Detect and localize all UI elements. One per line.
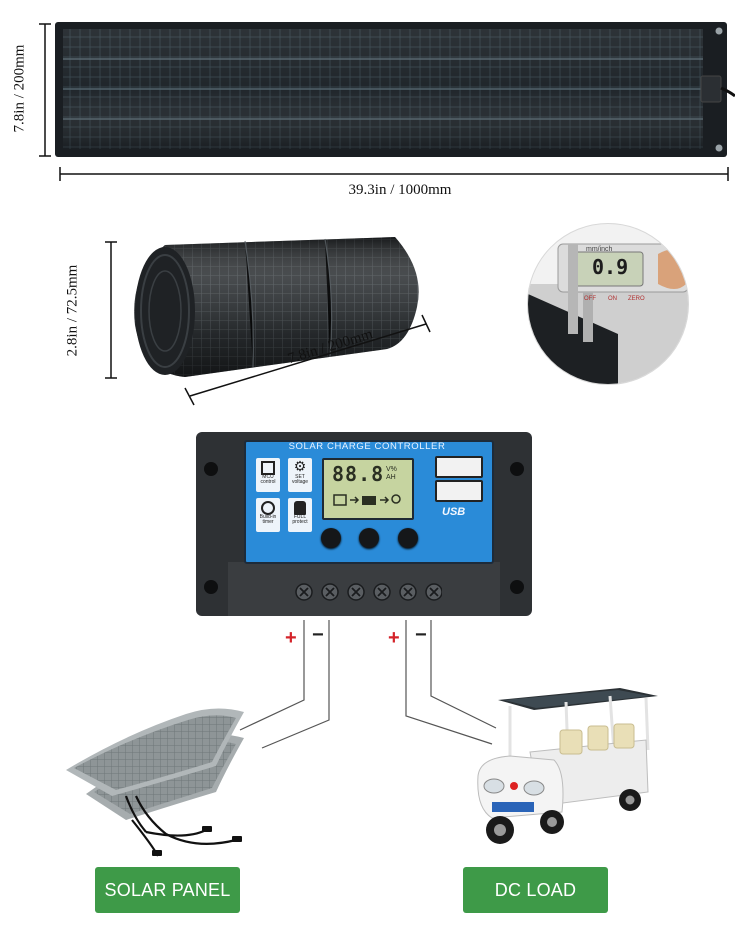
dc-load-label: DC LOAD: [463, 867, 608, 913]
full-protect-icon: FULL protect: [288, 498, 312, 532]
mcu-control-icon: MCU control: [256, 458, 280, 492]
load-minus-sign: −: [415, 624, 427, 646]
usb-port-1: [435, 456, 483, 478]
controller-button-up[interactable]: [359, 528, 379, 548]
panel-height-dimension-line: [39, 23, 51, 157]
set-voltage-icon: ⚙ SET voltage: [288, 458, 312, 492]
solar-panels-image: [66, 708, 244, 857]
solar-minus-sign: −: [312, 624, 324, 646]
controller-lcd: [322, 458, 414, 520]
lcd-units: V% AH: [386, 466, 397, 481]
golf-cart-image: [477, 688, 658, 844]
solar-panel-top-image: [55, 22, 735, 157]
usb-label: USB: [442, 506, 466, 518]
controller-button-menu[interactable]: [321, 528, 341, 548]
roll-width-dimension-line: [184, 314, 431, 406]
controller-title: SOLAR CHARGE CONTROLLER: [288, 441, 446, 452]
mcu-control-label: MCU control: [260, 474, 276, 485]
charge-controller: SOLAR CHARGE CONTROLLER MCU control ⚙ SE…: [196, 432, 532, 616]
controller-terminals: [295, 583, 442, 601]
caliper-unit-label: mm/inch: [586, 246, 613, 253]
solar-plus-sign: +: [285, 627, 297, 649]
lcd-value: 88.8: [332, 462, 385, 486]
controller-button-down[interactable]: [398, 528, 418, 548]
panel-width-dimension-line: [59, 167, 729, 181]
caliper-button-on: ON: [608, 296, 617, 302]
build-in-timer-label: Build-in timer: [259, 514, 277, 525]
load-plus-sign: +: [388, 627, 400, 649]
panel-width-label: 39.3in / 1000mm: [348, 182, 452, 198]
set-voltage-label: SET voltage: [291, 474, 309, 485]
full-protect-label: FULL protect: [292, 514, 308, 525]
caliper-reading: 0.9: [592, 255, 629, 279]
roll-height-dimension-line: [105, 241, 117, 379]
lcd-flow-icons: [333, 494, 401, 506]
rolled-solar-panel-image: [134, 237, 419, 377]
build-in-timer-icon: Build-in timer: [256, 498, 280, 532]
solar-panel-label: SOLAR PANEL: [95, 867, 240, 913]
usb-port-2: [435, 480, 483, 502]
caliper-button-off: OFF: [584, 296, 596, 302]
caliper-button-zero: ZERO: [628, 296, 645, 302]
